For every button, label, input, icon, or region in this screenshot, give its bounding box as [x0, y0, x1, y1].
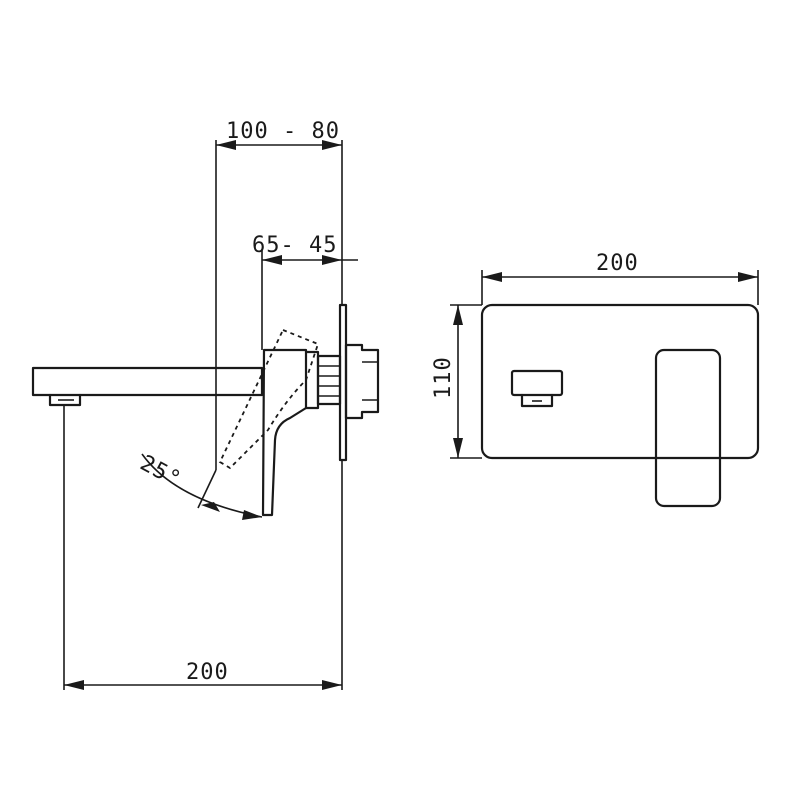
spout: [31, 366, 264, 397]
lever-rotated: [218, 328, 320, 470]
front-view: 200 110: [431, 251, 760, 508]
handle: [654, 348, 722, 508]
dimension-plate-height-label: 110: [431, 356, 456, 399]
dimension-plate-height: 110: [431, 305, 463, 458]
dimension-mid-range: 65- 45: [252, 233, 358, 265]
dimension-angle: 25°: [136, 451, 263, 520]
dimension-bottom-length-label: 200: [186, 660, 229, 685]
lever: [261, 348, 308, 517]
dimension-plate-width: 200: [482, 251, 758, 282]
valve-body: [304, 350, 320, 410]
spout-outlet: [510, 369, 564, 408]
dimension-top-range-label: 100 - 80: [226, 119, 340, 144]
wall-plate: [338, 303, 348, 462]
rear-connector: [344, 343, 380, 420]
aerator: [48, 393, 82, 407]
dimension-bottom-length: 200: [64, 660, 342, 690]
dimension-plate-width-label: 200: [596, 251, 639, 276]
front-plate: [480, 303, 760, 460]
side-view: 100 - 80 65- 45 25° 200: [31, 119, 380, 690]
dimension-top-range: 100 - 80: [216, 119, 342, 150]
dimension-mid-range-label: 65- 45: [252, 233, 337, 258]
